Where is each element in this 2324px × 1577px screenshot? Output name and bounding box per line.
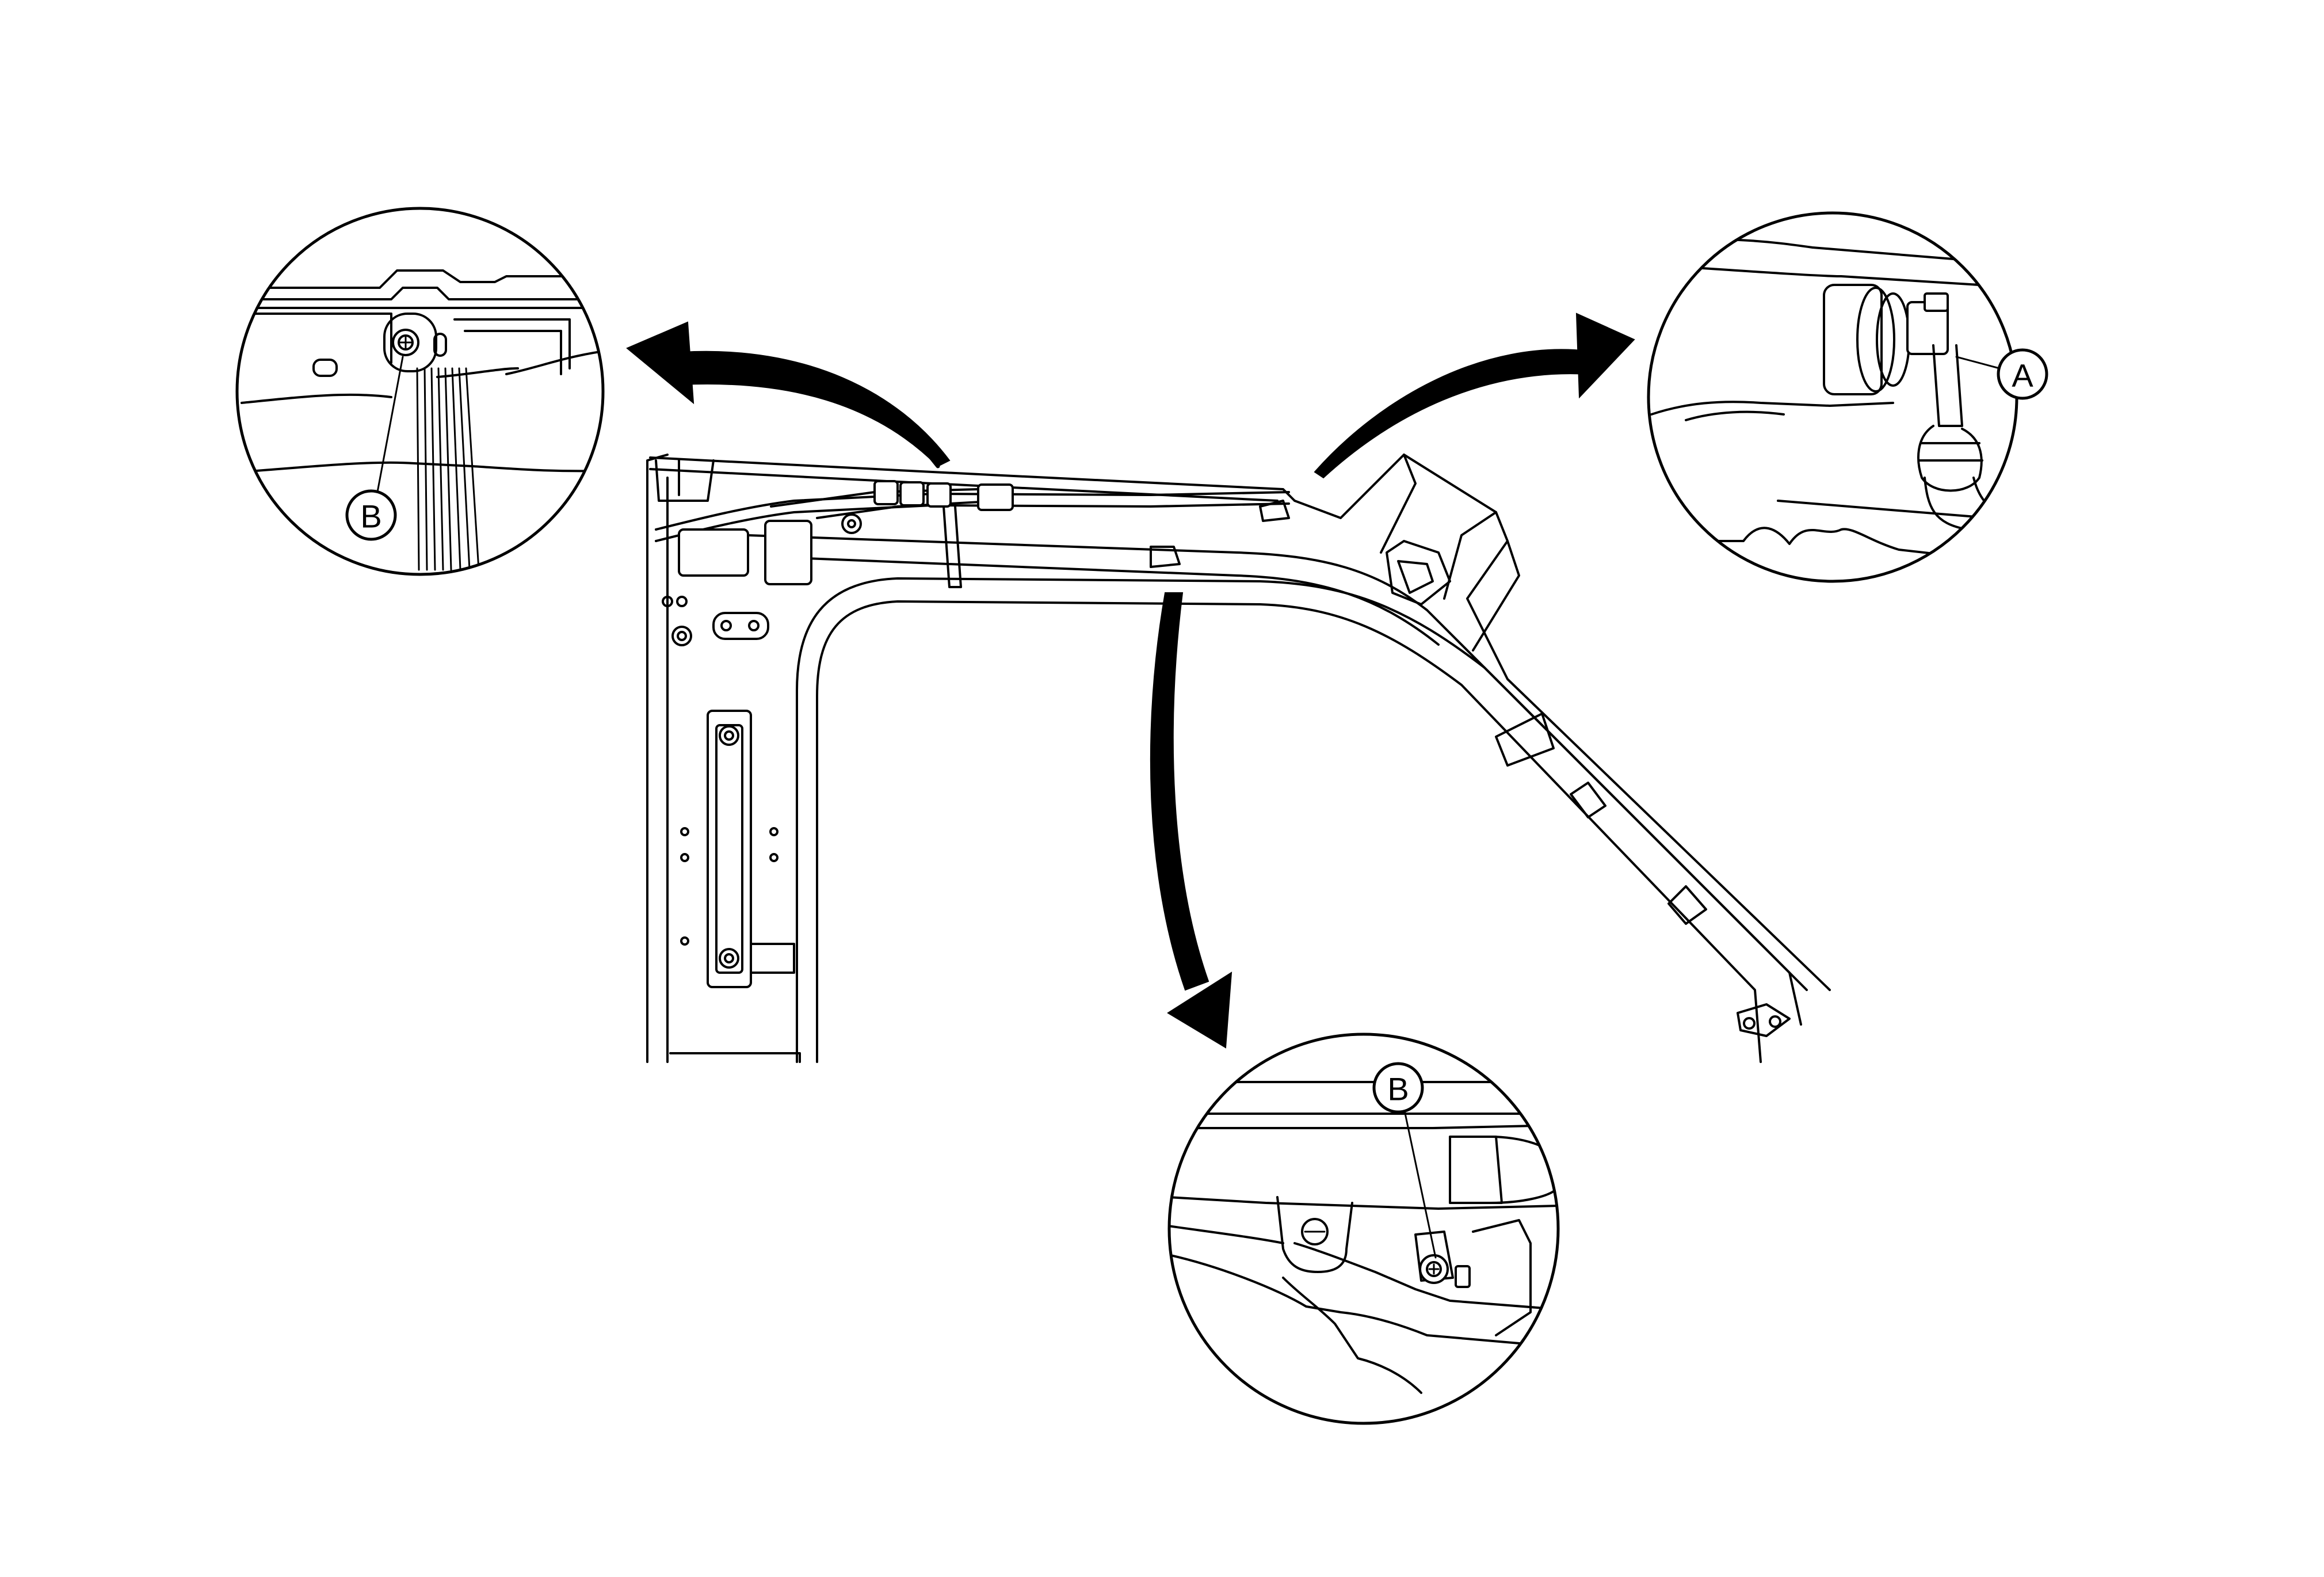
detail-view-left (235, 207, 605, 576)
callout-b-bottom-label: B (1387, 1071, 1409, 1107)
arrow-to-left-detail (626, 321, 951, 468)
callout-b-bottom: B (1372, 1062, 1424, 1114)
callout-b-left: B (345, 489, 397, 541)
callout-b-left-label: B (360, 498, 381, 535)
detail-view-right (1647, 211, 2018, 583)
arrow-to-bottom-detail (1150, 592, 1232, 1049)
arrow-to-right-detail (1314, 313, 1635, 479)
callout-a-right: A (1997, 348, 2048, 400)
callout-a-right-label: A (2012, 357, 2033, 394)
detail-view-bottom (1167, 1033, 1560, 1425)
body-frame (646, 454, 1831, 1063)
